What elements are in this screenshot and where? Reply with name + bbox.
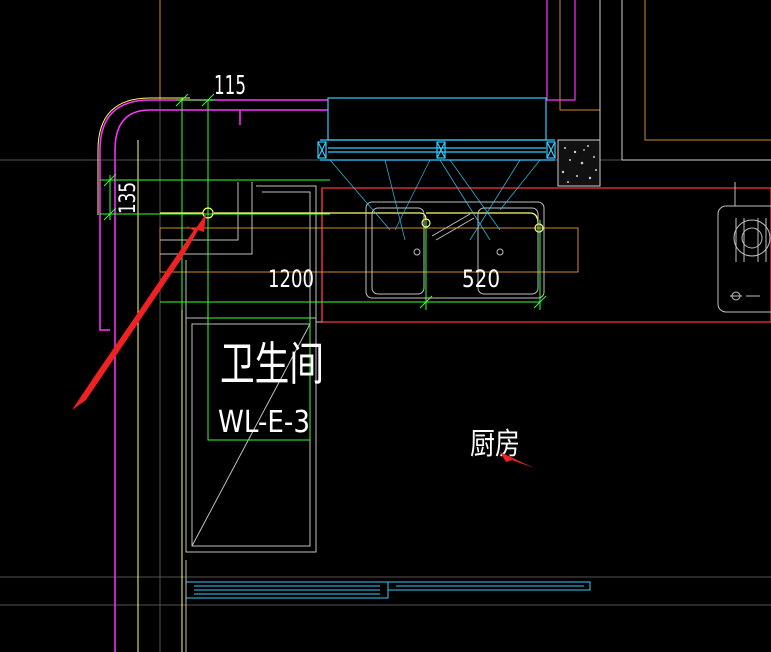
annotation-arrow-kitchen xyxy=(500,452,534,468)
concrete-column xyxy=(557,139,601,187)
kitchen-counter-outline xyxy=(321,187,771,323)
drain-point-marker xyxy=(202,207,214,219)
room-code-bathroom: WL-E-3 xyxy=(218,405,310,440)
top-window xyxy=(317,97,556,161)
annotation-arrow-drain xyxy=(70,214,206,412)
dimension-sink-width: 520 xyxy=(462,265,500,293)
room-label-kitchen: 厨房 xyxy=(470,427,520,462)
stove-appliance xyxy=(717,182,771,313)
room-label-bathroom: 卫生间 xyxy=(220,337,324,391)
kitchen-sink xyxy=(365,201,545,299)
green-dimension-lines xyxy=(100,93,547,441)
outer-wall-curve xyxy=(99,99,328,652)
dimension-wall-run: 1200 xyxy=(268,265,314,293)
window-projection-lines xyxy=(329,159,541,241)
dimension-side-height: 135 xyxy=(116,182,141,214)
counter-orange xyxy=(159,227,579,273)
dimension-top-width: 115 xyxy=(214,71,246,101)
bottom-window xyxy=(185,581,591,599)
